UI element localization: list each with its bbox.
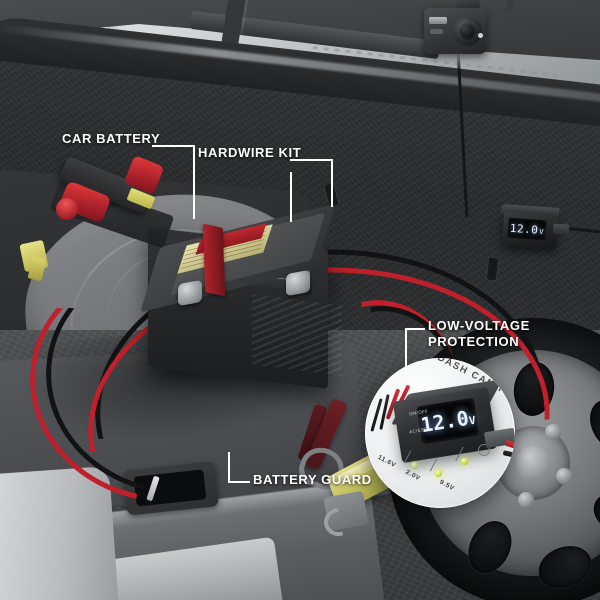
voltage-scale-label-1: 11.6V [376,453,398,470]
wheel-lug-nut [518,492,534,508]
device-led-2 [435,470,442,477]
car-battery-highlight [252,294,342,376]
callout-hardwire-kit-leader [290,159,332,161]
dash-cam-indicator-led [478,33,483,38]
callout-car-battery: CAR BATTERY [62,131,161,146]
wheel-lug-nut [545,424,561,440]
battery-terminal-positive [286,269,310,297]
callout-low-voltage-leader [405,328,425,330]
callout-car-battery-leader [152,145,194,147]
callout-hardwire-kit: HARDWIRE KIT [198,145,302,160]
device-led-1 [411,462,418,469]
spare-wheel-center-cap [516,446,550,480]
battery-terminal-negative [178,279,202,307]
car-battery-carry-strap [202,223,226,297]
callout-low-voltage-leader-vertical [405,328,407,376]
voltage-module-connector [552,223,570,235]
dash-cam-screen [429,17,447,24]
wheel-lug-nut [556,468,572,484]
voltage-scale-label-3: 9.5V [438,478,456,493]
callout-hardwire-kit-leader-vertical-2 [290,172,292,222]
device-led-3 [461,458,468,465]
callout-low-voltage-protection: LOW-VOLTAGE PROTECTION [428,318,530,349]
dash-cam-button [430,29,443,34]
callout-car-battery-leader-vertical [193,145,195,219]
callout-battery-guard-leader-vertical [228,452,230,482]
dash-cam-lens-icon [459,23,476,40]
voltage-module-reading: 12.0 [509,221,539,237]
voltage-scale-label-2: 2.0V [404,468,422,483]
callout-hardwire-kit-leader-vertical [331,159,333,207]
voltage-module-unit: V [538,227,545,236]
callout-battery-guard: BATTERY GUARD [253,472,372,487]
callout-battery-guard-leader [228,481,250,483]
